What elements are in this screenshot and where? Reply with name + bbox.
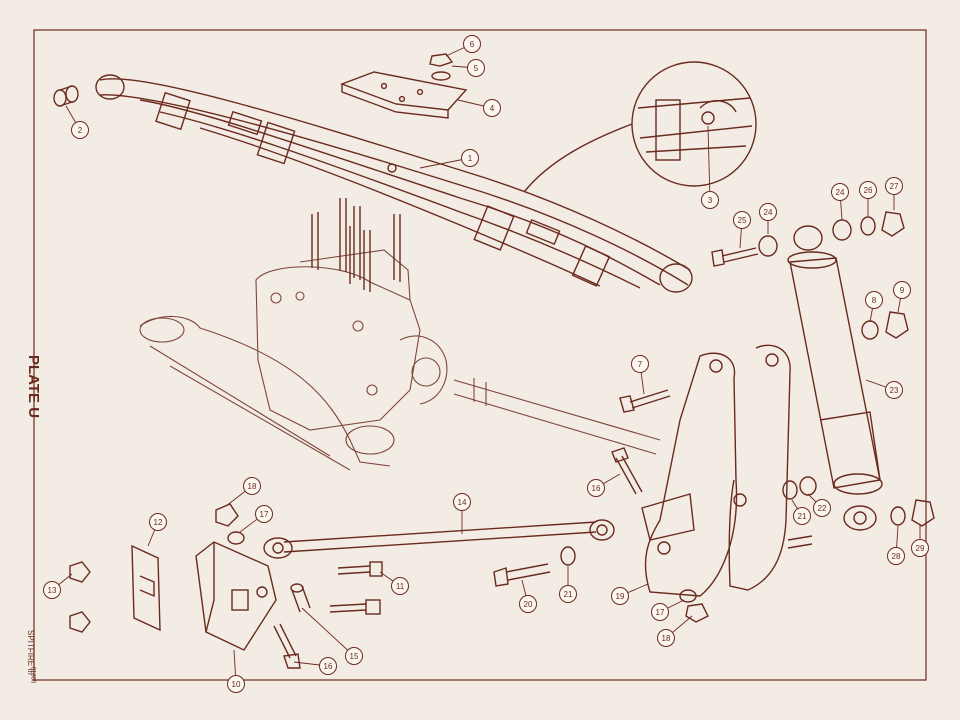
callout-circle [467, 59, 485, 77]
spring-eye-bush [53, 85, 79, 107]
callout-number: 5 [474, 64, 479, 73]
shock-absorber [787, 225, 883, 531]
mounting-bracket [195, 541, 277, 651]
callout-circle [885, 177, 903, 195]
callout-circle [255, 505, 273, 523]
callout-circle [559, 585, 577, 603]
callout-circle [865, 291, 883, 309]
callout-number: 16 [324, 662, 333, 671]
callout-number: 12 [154, 518, 163, 527]
callout-circle [631, 355, 649, 373]
radius-arm [641, 344, 813, 597]
callout-number: 2 [78, 126, 83, 135]
callout-circle [887, 547, 905, 565]
detail-inset [523, 61, 757, 193]
callout-number: 27 [890, 182, 899, 191]
callout-circle [657, 629, 675, 647]
callout-circle [701, 191, 719, 209]
callout-circle [859, 181, 877, 199]
callout-number: 17 [260, 510, 269, 519]
callout-number: 23 [890, 386, 899, 395]
callout-number: 19 [616, 592, 625, 601]
callout-circle [813, 499, 831, 517]
page-border [33, 29, 927, 681]
callout-number: 17 [656, 608, 665, 617]
callout-number: 8 [872, 296, 877, 305]
plate-title: PLATE U [25, 354, 43, 419]
callout-number: 15 [350, 652, 359, 661]
callout-number: 24 [836, 188, 845, 197]
u-bolts [311, 198, 401, 292]
leaf-spring [95, 74, 693, 293]
callout-circle [651, 603, 669, 621]
callout-circle [587, 479, 605, 497]
callout-circle [793, 507, 811, 525]
callout-number: 21 [798, 512, 807, 521]
callout-labels: 1234567891011121314151616171718181920212… [43, 35, 929, 693]
callout-number: 18 [662, 634, 671, 643]
callout-number: 1 [468, 154, 473, 163]
callout-circle [733, 211, 751, 229]
callout-circle [391, 577, 409, 595]
callout-number: 10 [232, 680, 241, 689]
callout-circle [831, 183, 849, 201]
callout-number: 14 [458, 498, 467, 507]
callout-circle [461, 149, 479, 167]
callout-leader [301, 607, 355, 657]
clamp-plate [339, 71, 468, 119]
callout-circle [759, 203, 777, 221]
callout-circle [319, 657, 337, 675]
callout-number: 4 [490, 104, 495, 113]
callout-circle [345, 647, 363, 665]
callout-number: 28 [892, 552, 901, 561]
axle-housing [139, 249, 661, 471]
clamp-nut [429, 53, 454, 81]
callout-circle [519, 595, 537, 613]
callout-number: 13 [48, 586, 57, 595]
callout-number: 6 [470, 40, 475, 49]
callout-number: 11 [396, 582, 405, 591]
callout-circle [611, 587, 629, 605]
callout-number: 29 [916, 544, 925, 553]
callout-number: 9 [900, 286, 905, 295]
callout-number: 20 [524, 600, 533, 609]
callout-circle [483, 99, 501, 117]
reference-number: 81356 [29, 666, 36, 684]
callout-number: 25 [738, 216, 747, 225]
callout-circle [893, 281, 911, 299]
callout-circle [43, 581, 61, 599]
callout-circle [71, 121, 89, 139]
callout-number: 16 [592, 484, 601, 493]
loose-hardware [69, 211, 935, 669]
callout-circle [227, 675, 245, 693]
callout-number: 24 [764, 208, 773, 217]
callout-circle [911, 539, 929, 557]
callout-number: 7 [638, 360, 643, 369]
tie-rod [263, 519, 615, 559]
callout-number: 21 [564, 590, 573, 599]
callout-circle [885, 381, 903, 399]
callout-circle [243, 477, 261, 495]
callout-number: 26 [864, 186, 873, 195]
callout-leader [707, 125, 711, 201]
callout-circle [149, 513, 167, 531]
packing-plate [131, 544, 161, 632]
callout-circle [463, 35, 481, 53]
callout-circle [453, 493, 471, 511]
callout-number: 18 [248, 482, 257, 491]
callout-number: 22 [818, 504, 827, 513]
callout-number: 3 [708, 196, 713, 205]
model-label: SPITFIRE III [25, 630, 35, 675]
